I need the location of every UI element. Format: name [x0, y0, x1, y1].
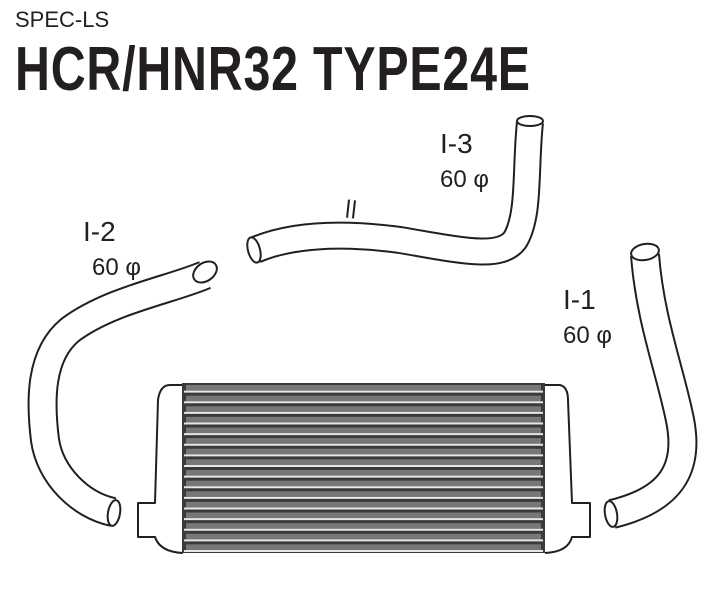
pipe-i3 — [246, 115, 544, 266]
fin-row — [186, 416, 541, 423]
subtitle: SPEC-LS — [15, 7, 110, 32]
label-i3: I-3 — [440, 128, 473, 159]
tube-line — [184, 518, 543, 521]
fin-row — [186, 438, 541, 444]
tube-line — [184, 507, 543, 510]
diameter-i3: 60 φ — [440, 166, 489, 193]
tube-line — [184, 390, 543, 393]
intercooler-core — [182, 383, 545, 553]
fin-row — [186, 406, 541, 412]
tube-line — [184, 550, 543, 552]
right-end-tank — [544, 384, 591, 554]
fin-row — [186, 470, 541, 476]
diameter-i1: 60 φ — [563, 322, 612, 349]
tube-line — [184, 454, 543, 457]
tube-line — [184, 401, 543, 404]
tube-line — [184, 528, 543, 531]
fin-row — [186, 459, 541, 465]
label-i1: I-1 — [563, 284, 596, 315]
tube-line — [184, 475, 543, 478]
fin-row — [186, 427, 541, 434]
title: HCR/HNR32 TYPE24E — [15, 35, 531, 104]
tube-line — [184, 411, 543, 414]
tube-line — [184, 443, 543, 446]
fin-row — [186, 501, 541, 508]
fin-row — [186, 491, 541, 497]
tube-line — [184, 486, 543, 489]
left-end-tank — [137, 384, 184, 554]
fin-row — [186, 544, 541, 550]
fin-row — [186, 385, 541, 391]
tube-line — [184, 465, 543, 467]
fin-row — [186, 523, 541, 529]
diameter-i2: 60 φ — [92, 254, 141, 281]
tube-line — [184, 539, 543, 542]
pipe-i1 — [603, 242, 698, 529]
fin-row — [186, 533, 541, 540]
fin-row — [186, 512, 541, 519]
fin-row — [186, 448, 541, 455]
tube-line — [184, 496, 543, 499]
tube-line — [184, 422, 543, 425]
label-i2: I-2 — [83, 216, 116, 247]
pipe-i2 — [27, 260, 218, 527]
fin-row — [186, 395, 541, 402]
fin-row — [186, 480, 541, 487]
tube-line — [184, 433, 543, 436]
